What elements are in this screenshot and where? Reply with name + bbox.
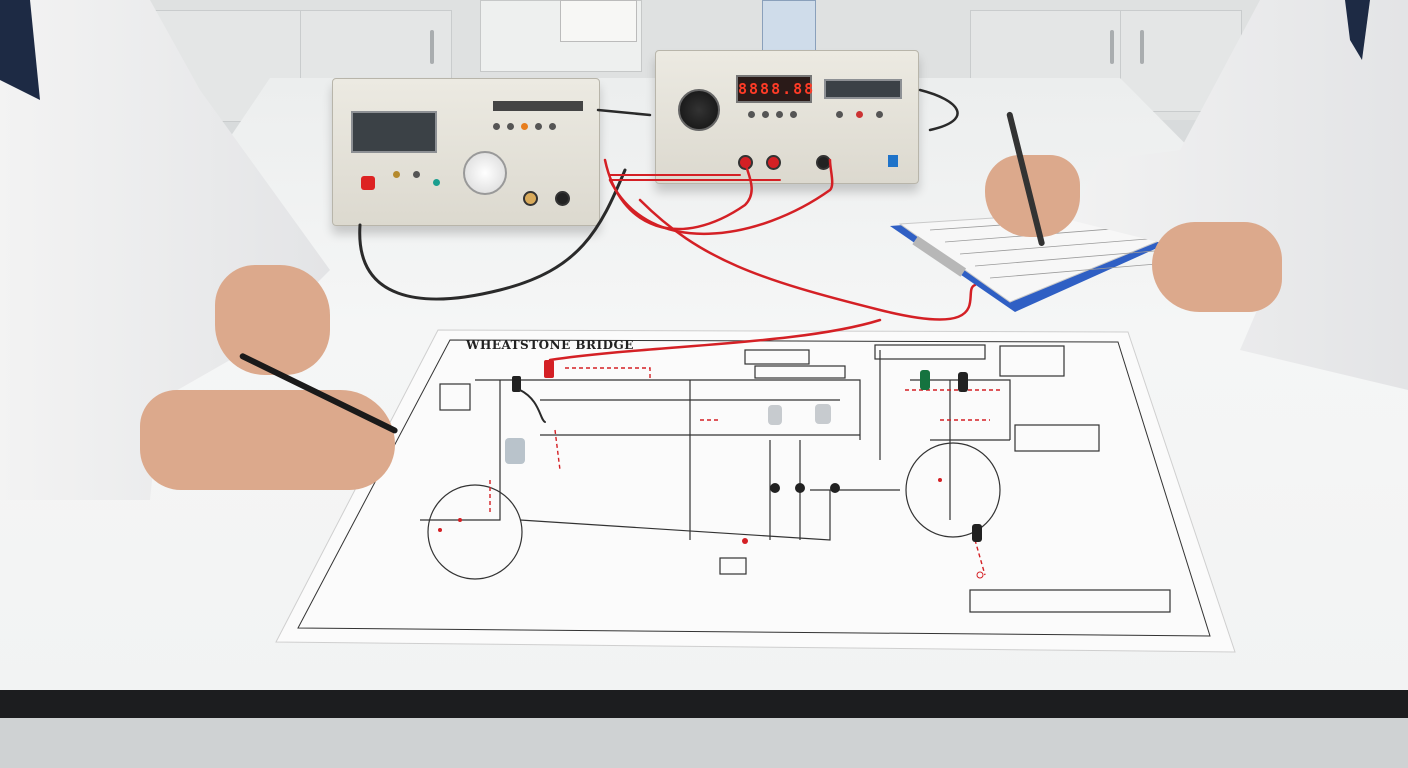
generator-label-strip (493, 101, 583, 111)
blue-switch[interactable] (888, 155, 898, 167)
secondary-display (824, 79, 902, 99)
voltage-knob[interactable] (678, 89, 720, 131)
potentiometer (768, 405, 782, 425)
control-button[interactable] (836, 111, 843, 118)
control-button[interactable] (856, 111, 863, 118)
function-generator (332, 78, 600, 226)
potentiometer (505, 438, 525, 464)
control-button[interactable] (433, 179, 440, 186)
control-button[interactable] (507, 123, 514, 130)
black-probe (958, 372, 968, 392)
control-button[interactable] (549, 123, 556, 130)
black-probe (972, 524, 982, 542)
control-button[interactable] (776, 111, 783, 118)
blue-sign (762, 0, 816, 52)
table-edge (0, 690, 1408, 718)
control-button[interactable] (762, 111, 769, 118)
potentiometer (815, 404, 831, 424)
control-button[interactable] (748, 111, 755, 118)
left-hand-writing (140, 390, 395, 490)
output-jack[interactable] (555, 191, 570, 206)
control-button[interactable] (521, 123, 528, 130)
black-clip (512, 376, 521, 392)
control-button[interactable] (493, 123, 500, 130)
control-button[interactable] (876, 111, 883, 118)
red-clip (544, 360, 554, 378)
frequency-knob[interactable] (463, 151, 507, 195)
control-button[interactable] (535, 123, 542, 130)
power-supply: 8888.88 (655, 50, 919, 184)
red-power-button[interactable] (361, 176, 375, 190)
cabinet-handle (430, 30, 434, 64)
control-button[interactable] (393, 171, 400, 178)
cabinet-handle (1110, 30, 1114, 64)
left-hand-upper (215, 265, 330, 375)
wall-socket (560, 0, 637, 42)
green-probe (920, 370, 930, 390)
red-terminal[interactable] (766, 155, 781, 170)
table-front (0, 718, 1408, 768)
control-button[interactable] (413, 171, 420, 178)
output-jack[interactable] (523, 191, 538, 206)
control-button[interactable] (790, 111, 797, 118)
generator-display (351, 111, 437, 153)
schematic-title: WHEATSTONE BRIDGE (466, 338, 634, 352)
cabinet-handle (1140, 30, 1144, 64)
led-readout: 8888.88 (736, 75, 813, 103)
right-hand-resting (1152, 222, 1282, 312)
